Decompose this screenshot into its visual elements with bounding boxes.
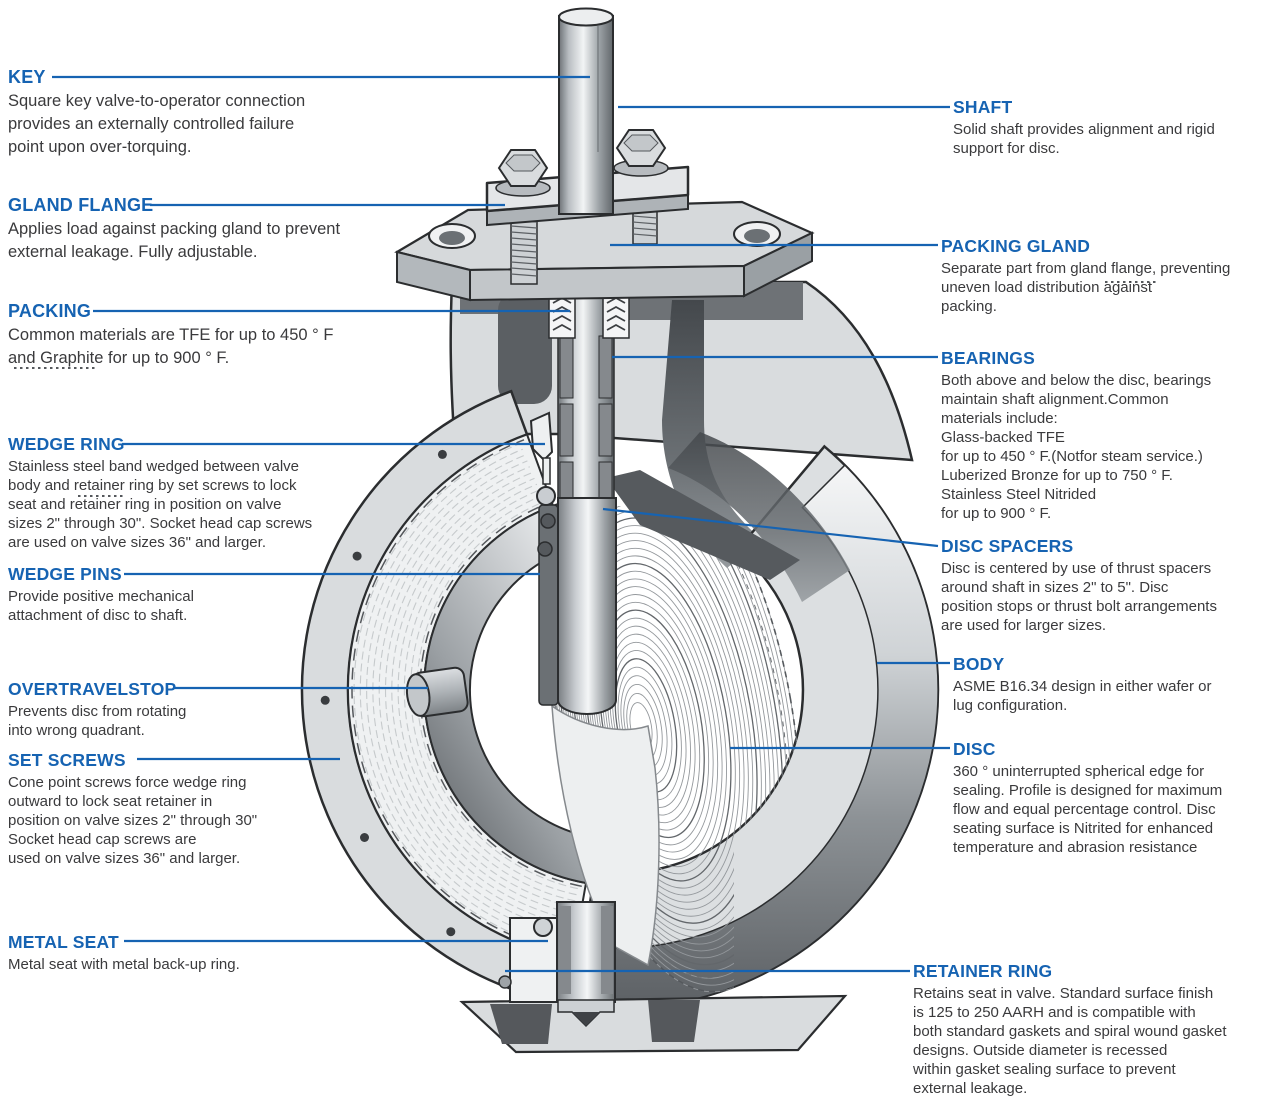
callout-desc: Both above and below the disc, bearings … bbox=[941, 372, 1212, 522]
callout-desc: Applies load against packing gland to pr… bbox=[8, 220, 341, 261]
callout-metal-seat: METAL SEAT Metal seat with metal back-up… bbox=[8, 933, 368, 974]
retainer-screw bbox=[498, 975, 512, 989]
callout-shaft: SHAFT Solid shaft provides alignment and… bbox=[953, 98, 1266, 158]
callout-title: DISC bbox=[953, 739, 996, 759]
callout-set-screws: SET SCREWS Cone point screws force wedge… bbox=[8, 751, 368, 868]
callout-bearings: BEARINGS Both above and below the disc, … bbox=[941, 349, 1266, 523]
wedge-ball bbox=[536, 486, 556, 506]
disc-hub-boss bbox=[551, 704, 660, 967]
callout-disc-spacers: DISC SPACERS Disc is centered by use of … bbox=[941, 537, 1266, 635]
callout-desc: Square key valve-to-operator connection … bbox=[8, 92, 306, 156]
callout-body: BODY ASME B16.34 design in either wafer … bbox=[953, 655, 1266, 715]
callout-desc: Prevents disc from rotating into wrong q… bbox=[8, 703, 187, 739]
callout-title: GLAND FLANGE bbox=[8, 195, 154, 215]
callout-desc: Disc is centered by use of thrust spacer… bbox=[941, 560, 1217, 634]
callout-gland-flange: GLAND FLANGE Applies load against packin… bbox=[8, 196, 368, 264]
shaft-lower-cylinder bbox=[557, 497, 617, 715]
callout-title: PACKING GLAND bbox=[941, 236, 1091, 256]
callout-title: WEDGE PINS bbox=[8, 564, 122, 584]
wedge-pin bbox=[537, 541, 553, 557]
callout-title: SET SCREWS bbox=[8, 750, 126, 770]
callout-overtravel-stop: OVERTRAVELSTOP Prevents disc from rotati… bbox=[8, 680, 368, 740]
callout-desc: Metal seat with metal back-up ring. bbox=[8, 956, 240, 973]
callout-title: KEY bbox=[8, 67, 46, 87]
callout-desc: ASME B16.34 design in either wafer or lu… bbox=[953, 678, 1212, 714]
callout-desc: 360 ° uninterrupted spherical edge for s… bbox=[953, 763, 1223, 856]
callout-packing: PACKING Common materials are TFE for up … bbox=[8, 302, 368, 370]
callout-disc: DISC 360 ° uninterrupted spherical edge … bbox=[953, 740, 1266, 857]
callout-packing-gland: PACKING GLAND Separate part from gland f… bbox=[941, 237, 1266, 316]
callout-title: BODY bbox=[953, 654, 1005, 674]
callout-desc: Provide positive mechanical attachment o… bbox=[8, 588, 194, 624]
callout-title: RETAINER RING bbox=[913, 961, 1053, 981]
callout-title: SHAFT bbox=[953, 97, 1013, 117]
metal-seat-ball bbox=[533, 917, 553, 937]
shaft-part bbox=[558, 15, 614, 215]
callout-title: PACKING bbox=[8, 301, 92, 321]
callout-wedge-ring: WEDGE RING Stainless steel band wedged b… bbox=[8, 435, 368, 552]
callout-desc: Cone point screws force wedge ring outwa… bbox=[8, 774, 258, 867]
callout-title: METAL SEAT bbox=[8, 932, 119, 952]
callout-retainer-ring: RETAINER RING Retains seat in valve. Sta… bbox=[913, 962, 1243, 1098]
callout-desc: Separate part from gland flange, prevent… bbox=[941, 260, 1231, 315]
callout-title: DISC SPACERS bbox=[941, 536, 1074, 556]
callout-title: BEARINGS bbox=[941, 348, 1035, 368]
callout-desc: Common materials are TFE for up to 450 °… bbox=[8, 326, 334, 367]
top-assembly bbox=[394, 7, 815, 302]
bottom-flange bbox=[459, 901, 848, 1054]
callout-title: OVERTRAVELSTOP bbox=[8, 679, 177, 699]
callout-key: KEY Square key valve-to-operator connect… bbox=[8, 68, 368, 159]
bearing-sleeves bbox=[559, 335, 613, 501]
bonnet-cavity bbox=[498, 292, 552, 404]
callout-desc: Solid shaft provides alignment and rigid… bbox=[953, 121, 1215, 157]
wedge-pin bbox=[540, 513, 556, 529]
wedge-pin-bar bbox=[538, 504, 559, 706]
overtravel-stop-part bbox=[405, 666, 469, 718]
callout-title: WEDGE RING bbox=[8, 434, 125, 454]
callout-wedge-pins: WEDGE PINS Provide positive mechanical a… bbox=[8, 565, 368, 625]
callout-desc: Retains seat in valve. Standard surface … bbox=[913, 985, 1227, 1097]
body-bolt-dots bbox=[320, 449, 456, 937]
callout-desc: Stainless steel band wedged between valv… bbox=[8, 458, 313, 551]
